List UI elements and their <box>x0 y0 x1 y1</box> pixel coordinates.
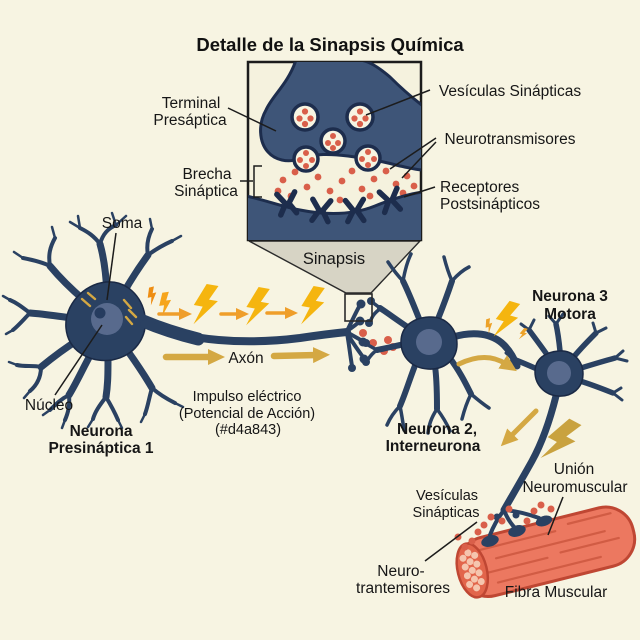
neuromuscular-junction <box>454 501 555 551</box>
label-neurona2-line1: Neurona 2, <box>397 421 477 438</box>
pointer-receptores <box>403 186 436 198</box>
synaptic-vesicles <box>290 102 382 173</box>
label-neurona2-line2: Interneurona <box>386 438 481 455</box>
axon-arrows-gold <box>162 347 330 365</box>
label-neurona3-line2: Motora <box>544 306 596 323</box>
label-impulso-line2: (Potencial de Acción) <box>179 406 315 422</box>
neuromuscular-labels: Vesículas Sinápticas Unión Neuromuscular… <box>356 461 628 601</box>
label-neurotrans-line1: Neuro- <box>377 563 424 580</box>
label-receptores-line1: Receptores <box>440 179 520 196</box>
pointer-soma <box>106 232 117 301</box>
nmj-bouton <box>508 525 526 537</box>
label-union-line2: Neuromuscular <box>522 479 627 496</box>
pointer-terminal <box>227 107 277 132</box>
neuron-1-nucleolus <box>94 307 106 319</box>
label-neurona3-line1: Neurona 3 <box>532 288 608 305</box>
nmj-branch-node <box>493 513 501 521</box>
impulse-arrow-n2-n3 <box>456 355 517 372</box>
label-brecha-line2: Sináptica <box>174 183 238 200</box>
axon-1 <box>140 320 351 346</box>
bracket-brecha <box>240 165 262 198</box>
pointer-union <box>547 496 564 536</box>
label-neurona1-line1: Neurona <box>70 423 133 440</box>
label-axon: Axón <box>228 350 263 367</box>
page-title: Detalle de la Sinapsis Química <box>196 34 464 55</box>
neuron-1-twigs <box>1 211 185 430</box>
pointer-neurotransmisor-1 <box>389 137 437 170</box>
label-vesiculas-nmj-line1: Vesículas <box>416 488 478 504</box>
inset-panel: Terminal Presáptica Vesículas Sinápticas… <box>153 60 581 242</box>
neuron-3-motor <box>500 312 629 514</box>
impulse-arrows-orange <box>157 307 298 320</box>
presynaptic-terminal-shape <box>259 62 421 172</box>
nmj-neurotransmitter-dots <box>454 501 555 551</box>
pointer-neurotrans <box>424 521 478 562</box>
label-neurona1-line2: Presináptica 1 <box>48 440 153 457</box>
label-vesiculas-inset: Vesículas Sinápticas <box>439 83 581 100</box>
muscle-fiber <box>455 505 637 599</box>
label-neurotrans-line2: trantemisores <box>356 580 450 597</box>
label-sinapsis: Sinapsis <box>303 250 365 268</box>
neuron-1-presynaptic <box>1 211 397 430</box>
muscle-striations <box>478 512 620 584</box>
neuron-3-branches <box>504 312 629 402</box>
main-labels: Soma Núcleo Neurona Presináptica 1 Axón … <box>25 215 608 457</box>
action-potential-track <box>145 282 330 365</box>
label-impulso-line1: Impulso eléctrico <box>193 389 302 405</box>
label-terminal-line2: Presáptica <box>153 112 227 129</box>
label-soma: Soma <box>102 215 143 232</box>
nmj-bouton <box>481 535 499 547</box>
label-fibra-muscular: Fibra Muscular <box>505 584 608 601</box>
soma-spark-marks <box>80 291 138 326</box>
label-union-line1: Unión <box>554 461 595 478</box>
muscle-myofibril-dots <box>459 549 485 592</box>
axon-3 <box>500 392 560 514</box>
neuron-3-nucleus <box>547 361 571 385</box>
zoom-region-square <box>344 293 373 322</box>
label-brecha-line1: Brecha <box>182 166 231 183</box>
label-impulso-line3: (#d4a843) <box>215 422 281 438</box>
neuron-1-branches <box>8 223 177 422</box>
pointer-vesiculas <box>365 89 431 116</box>
neuron-2-nucleus <box>416 329 442 355</box>
label-receptores-line2: Postsinápticos <box>440 196 540 213</box>
label-neurotransmisores-inset: Neurotransmisores <box>445 131 576 148</box>
label-vesiculas-nmj-line2: Sinápticas <box>413 505 480 521</box>
impulse-arrow-down <box>500 408 539 447</box>
nmj-branch-node <box>512 511 520 519</box>
nmj-bouton <box>535 515 553 527</box>
label-terminal-line1: Terminal <box>162 95 221 112</box>
pointer-neurotransmisor-2 <box>401 141 437 179</box>
neuron-1-nucleus <box>91 303 123 335</box>
pointer-nucleo <box>54 324 103 396</box>
neuron-2-interneuron <box>362 252 521 435</box>
label-nucleo: Núcleo <box>25 397 73 414</box>
